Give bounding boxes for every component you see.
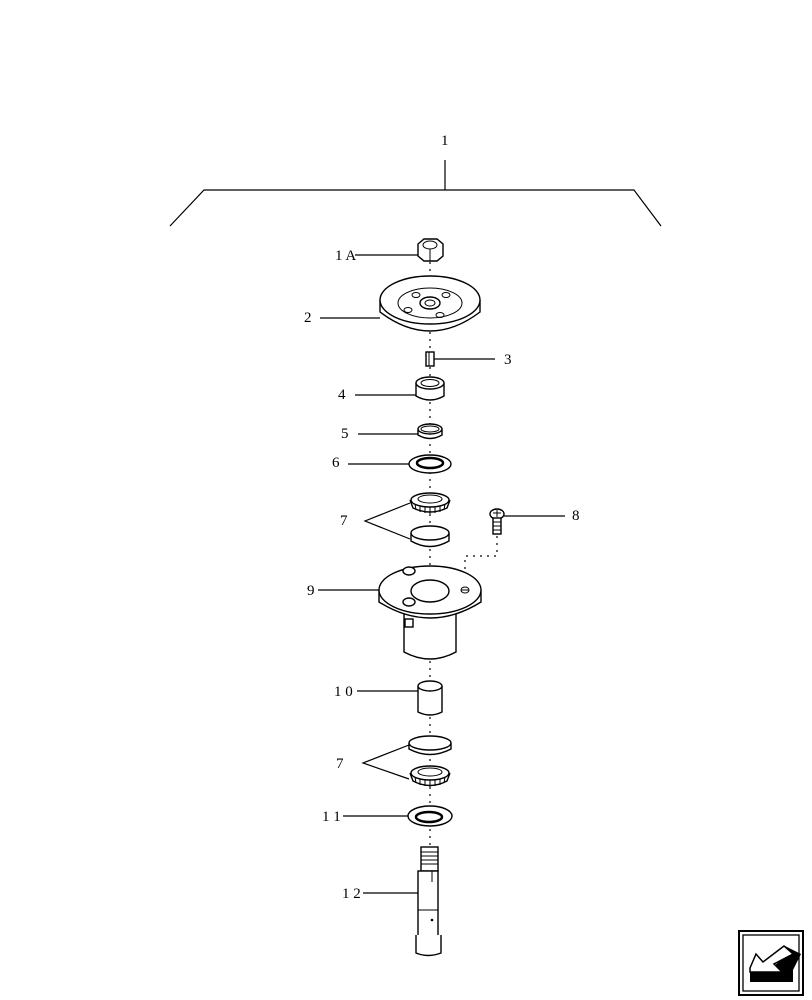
part-spacer[interactable]: [415, 376, 445, 401]
callout-2: 2: [304, 310, 312, 326]
part-bushing[interactable]: [417, 423, 443, 440]
part-bearing-lower[interactable]: [408, 735, 452, 787]
callout-4: 4: [338, 387, 346, 403]
part-spacer-tube[interactable]: [417, 680, 443, 716]
callout-9: 9: [307, 583, 315, 599]
part-seal-upper[interactable]: [408, 454, 452, 474]
part-spindle-housing[interactable]: [378, 565, 482, 660]
screw-axis: [464, 536, 498, 590]
callout-7-lower: 7: [336, 756, 344, 772]
callout-12: 1 2: [342, 886, 361, 902]
part-key[interactable]: [425, 351, 435, 367]
part-bearing-upper[interactable]: [409, 492, 451, 548]
callout-5: 5: [341, 426, 349, 442]
callout-8: 8: [572, 508, 580, 524]
part-seal-lower[interactable]: [407, 805, 453, 827]
callout-1a: 1 A: [335, 248, 356, 264]
callout-10: 1 0: [334, 684, 353, 700]
callout-6: 6: [332, 455, 340, 471]
part-pulley[interactable]: [379, 275, 481, 332]
part-spindle-shaft[interactable]: [415, 846, 442, 957]
callout-11: 1 1: [322, 809, 341, 825]
callout-1: 1: [441, 133, 449, 149]
callout-7-upper: 7: [340, 513, 348, 529]
previous-page-arrow-icon[interactable]: [738, 930, 804, 996]
part-nut[interactable]: [417, 238, 444, 262]
part-grease-screw[interactable]: [489, 508, 505, 535]
assembly-bracket: 1: [169, 133, 662, 227]
callout-3: 3: [504, 352, 512, 368]
